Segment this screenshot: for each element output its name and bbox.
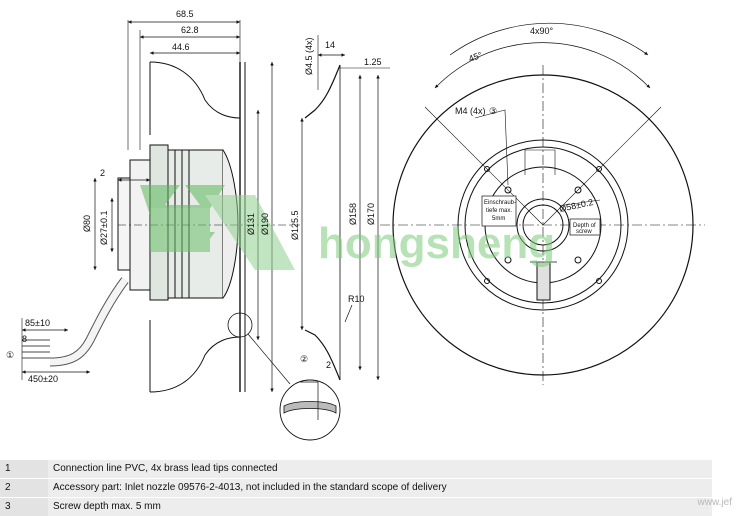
callout-1: ① [6,350,14,360]
dim-80: Ø80 [82,215,92,232]
note-row: 1 Connection line PVC, 4x brass lead tip… [0,460,712,478]
note-row: 3 Screw depth max. 5 mm [0,498,712,516]
dim-14: 14 [325,40,335,50]
dim-1-25: 1.25 [364,57,382,67]
dim-170: Ø170 [366,203,376,225]
dim-62-8: 62.8 [181,25,199,35]
callout-2: ② [300,354,308,364]
note-text: Screw depth max. 5 mm [48,498,712,516]
note-text: Accessory part: Inlet nozzle 09576-2-401… [48,479,712,497]
dim-450: 450±20 [28,374,58,384]
dim-2-detail: 2 [326,360,331,370]
einschraub-label-1: Einschraub- [484,200,516,206]
brand-watermark: hongsheng [140,185,555,270]
dim-190: Ø190 [260,213,270,235]
dim-85: 85±10 [25,318,50,328]
dim-131: Ø131 [246,213,256,235]
note-number: 3 [0,498,48,516]
depth-label-2: screw [576,229,592,235]
dim-2-top: 2 [100,168,105,178]
corner-watermark: www.jef [697,497,732,508]
brand-watermark-text: hongsheng [318,219,555,268]
dim-158: Ø158 [348,203,358,225]
callout-3: ③ [489,106,497,116]
dim-44-6: 44.6 [172,42,190,52]
dim-8: 8 [22,334,27,344]
dim-45: 45° [467,50,484,64]
einschraub-label-2: tiefe max. [486,208,512,214]
note-text: Connection line PVC, 4x brass lead tips … [48,460,712,478]
dim-27: Ø27±0.1 [99,211,109,245]
depth-label-1: Depth of [573,223,596,229]
note-row: 2 Accessory part: Inlet nozzle 09576-2-4… [0,479,712,497]
dim-68-5: 68.5 [176,9,194,19]
einschraub-label-3: 5mm [492,216,505,222]
nozzle-section [300,35,390,381]
dim-125-5: Ø125.5 [290,210,300,240]
note-number: 2 [0,479,48,497]
dim-r10: R10 [348,294,365,304]
technical-drawing: hongsheng 68.5 62.8 44.6 2 Ø80 Ø27±0.1 Ø… [6,9,705,441]
front-view [380,22,705,385]
dim-58: Ø58±0.2 [558,197,594,214]
dim-m4: M4 (4x) [455,106,486,116]
dim-4x90: 4x90° [530,26,554,36]
note-number: 1 [0,460,48,478]
dim-4-5: Ø4.5 (4x) [304,37,314,75]
